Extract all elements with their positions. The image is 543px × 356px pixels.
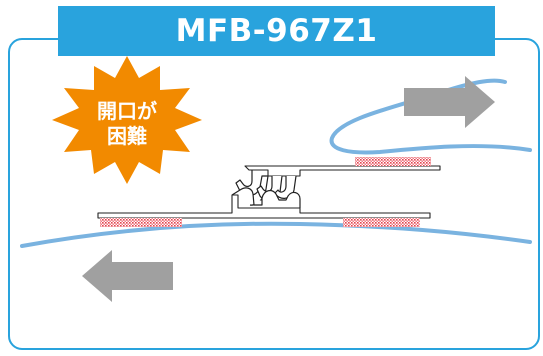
starburst-shape <box>52 56 202 184</box>
lower-adhesive-right <box>343 218 420 227</box>
lower-film <box>20 221 532 248</box>
upper-film <box>329 78 532 155</box>
arrow-right-icon <box>404 76 495 128</box>
lower-zipper-strip <box>97 194 431 219</box>
upper-zipper-strip <box>244 165 441 177</box>
lower-adhesive-left <box>100 218 182 227</box>
arrow-left-icon <box>82 250 173 302</box>
page-title: MFB-967Z1 <box>175 13 378 49</box>
badge-line-1: 開口が <box>97 99 157 123</box>
zipper-profile <box>231 170 301 208</box>
upper-adhesive <box>355 157 431 166</box>
title-banner: MFB-967Z1 <box>58 6 495 56</box>
starburst-badge: 開口が 困難 <box>52 56 202 184</box>
badge-line-2: 困難 <box>107 124 147 148</box>
